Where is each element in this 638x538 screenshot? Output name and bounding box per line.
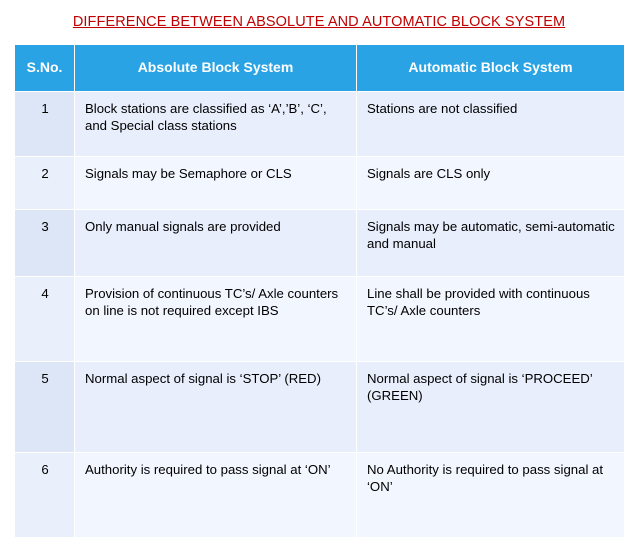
table-header: S.No. Absolute Block System Automatic Bl… bbox=[14, 44, 625, 92]
row-number: 6 bbox=[14, 452, 75, 538]
column-header-absolute-block-system: Absolute Block System bbox=[74, 44, 357, 92]
cell-automatic: Stations are not classified bbox=[356, 91, 625, 157]
cell-absolute: Signals may be Semaphore or CLS bbox=[74, 156, 357, 210]
table-row: 4 Provision of continuous TC’s/ Axle cou… bbox=[14, 276, 625, 362]
column-header-automatic-block-system: Automatic Block System bbox=[356, 44, 625, 92]
cell-absolute: Authority is required to pass signal at … bbox=[74, 452, 357, 538]
page-title: DIFFERENCE BETWEEN ABSOLUTE AND AUTOMATI… bbox=[72, 14, 566, 30]
cell-automatic: Normal aspect of signal is ‘PROCEED’ (GR… bbox=[356, 361, 625, 453]
comparison-table: S.No. Absolute Block System Automatic Bl… bbox=[14, 44, 625, 538]
table-row: 5 Normal aspect of signal is ‘STOP’ (RED… bbox=[14, 361, 625, 453]
table-body: 1 Block stations are classified as ‘A’,’… bbox=[14, 91, 625, 538]
column-header-sno: S.No. bbox=[14, 44, 75, 92]
table-row: 6 Authority is required to pass signal a… bbox=[14, 452, 625, 538]
table-row: 2 Signals may be Semaphore or CLS Signal… bbox=[14, 156, 625, 210]
cell-absolute: Block stations are classified as ‘A’,’B’… bbox=[74, 91, 357, 157]
table-row: 3 Only manual signals are provided Signa… bbox=[14, 209, 625, 277]
cell-absolute: Provision of continuous TC’s/ Axle count… bbox=[74, 276, 357, 362]
row-number: 2 bbox=[14, 156, 75, 210]
table-header-row: S.No. Absolute Block System Automatic Bl… bbox=[14, 44, 625, 92]
cell-automatic: Signals may be automatic, semi-automatic… bbox=[356, 209, 625, 277]
slide-page: DIFFERENCE BETWEEN ABSOLUTE AND AUTOMATI… bbox=[14, 14, 625, 538]
row-number: 5 bbox=[14, 361, 75, 453]
cell-automatic: No Authority is required to pass signal … bbox=[356, 452, 625, 538]
cell-automatic: Signals are CLS only bbox=[356, 156, 625, 210]
cell-absolute: Only manual signals are provided bbox=[74, 209, 357, 277]
row-number: 4 bbox=[14, 276, 75, 362]
cell-absolute: Normal aspect of signal is ‘STOP’ (RED) bbox=[74, 361, 357, 453]
cell-automatic: Line shall be provided with continuous T… bbox=[356, 276, 625, 362]
row-number: 1 bbox=[14, 91, 75, 157]
table-row: 1 Block stations are classified as ‘A’,’… bbox=[14, 91, 625, 157]
row-number: 3 bbox=[14, 209, 75, 277]
